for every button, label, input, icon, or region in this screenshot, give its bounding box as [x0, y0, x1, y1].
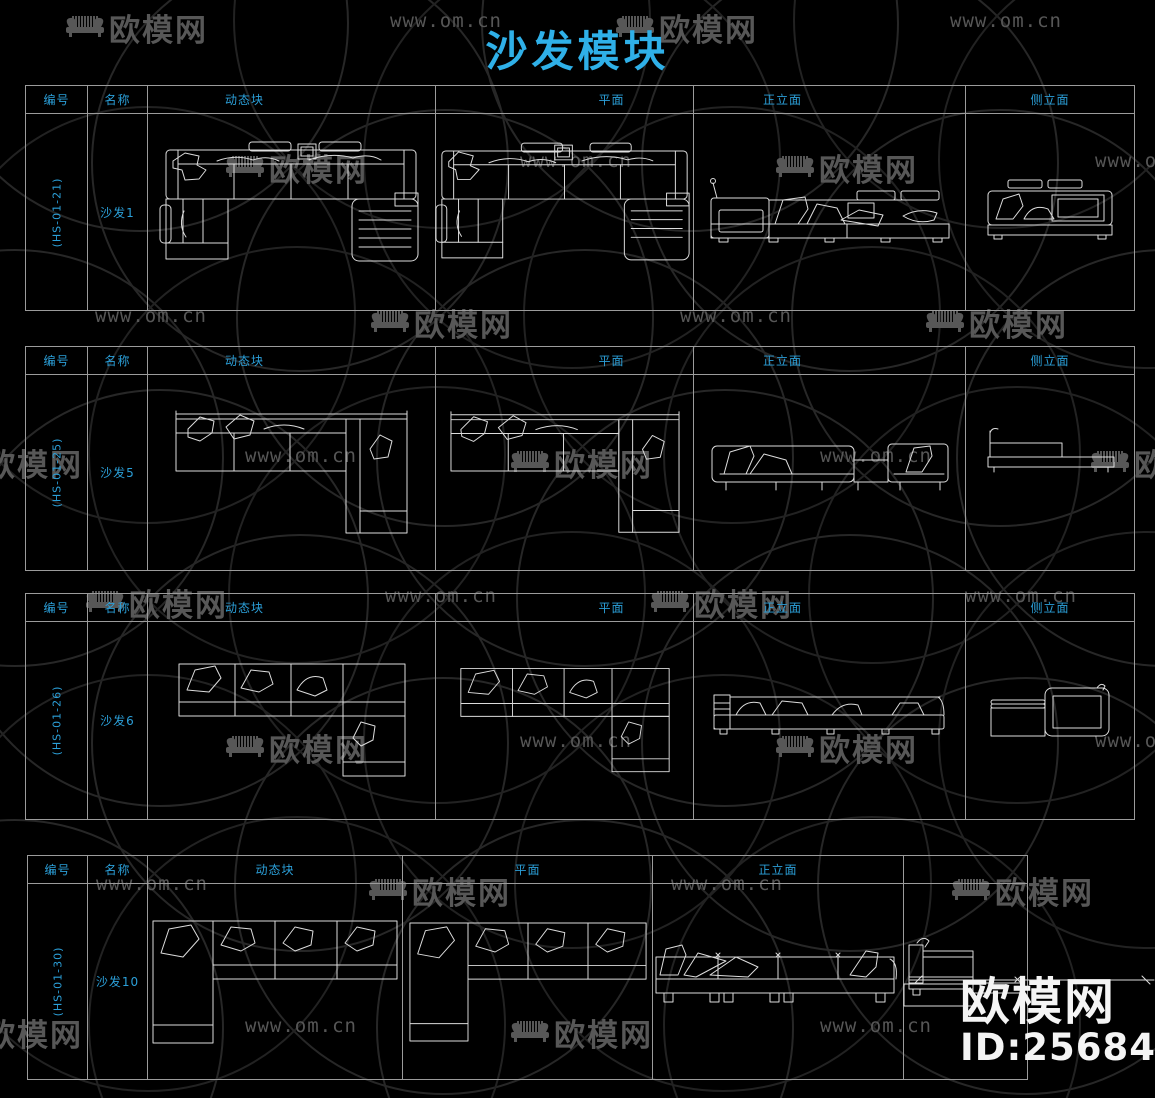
- sofa-watermark-icon: [371, 310, 409, 332]
- cell-code: (HS-01-25): [26, 375, 88, 570]
- cell-dynamic-block: [148, 884, 403, 1079]
- row-name: 沙发10: [95, 975, 140, 989]
- table-header-row: 编号 名称 动态块 平面 正立面 侧立面: [26, 86, 1134, 114]
- sofa6-dynamic-block-drawing: [178, 663, 405, 776]
- brand-logo-text: 欧模网: [960, 973, 1116, 1031]
- sofa6-side-elevation-drawing: [990, 683, 1110, 736]
- col-header-side-elevation: 侧立面: [1030, 93, 1070, 107]
- cell-name: 沙发6: [88, 622, 148, 819]
- row-name: 沙发6: [100, 714, 135, 728]
- cell-code: (HS-01-26): [26, 622, 88, 819]
- cell-front-elevation: [653, 884, 904, 1079]
- spec-table-sofa5: 编号 名称 动态块 平面 正立面 侧立面 (HS-01-25) 沙发5: [25, 346, 1135, 571]
- col-header-code: 编号: [26, 594, 88, 621]
- cell-side-elevation: [966, 114, 1134, 310]
- col-header-name: 名称: [88, 86, 148, 113]
- cell-code: (HS-01-21): [26, 114, 88, 310]
- cell-dynamic-block: [148, 114, 436, 310]
- footer-brand-block: 欧模网 ID:2568455: [960, 976, 1155, 1067]
- col-header-code: 编号: [28, 856, 88, 883]
- col-header-name: 名称: [88, 347, 148, 374]
- row-code: (HS-01-30): [51, 946, 64, 1017]
- cell-name: 沙发10: [88, 884, 148, 1079]
- spec-table-sofa10: 编号 名称 动态块 平面 正立面 (HS-01-30) 沙发10: [27, 855, 1028, 1080]
- col-header-front-elevation: 正立面: [653, 856, 904, 883]
- cell-dynamic-block: [148, 375, 436, 570]
- cell-dynamic-block: [148, 622, 436, 819]
- table-header-row: 编号 名称 动态块 平面 正立面: [28, 856, 1027, 884]
- table-header-row: 编号 名称 动态块 平面 正立面 侧立面: [26, 594, 1134, 622]
- table-row: (HS-01-26) 沙发6: [26, 622, 1134, 819]
- cell-name: 沙发5: [88, 375, 148, 570]
- row-name: 沙发1: [100, 205, 135, 220]
- model-id: ID:2568455: [960, 1025, 1155, 1069]
- row-code: (HS-01-26): [50, 685, 63, 756]
- cell-plan: [436, 375, 694, 570]
- sofa1-front-elevation-drawing: [710, 178, 950, 243]
- sofa10-dynamic-block-drawing: [152, 920, 398, 1043]
- sofa5-dynamic-block-drawing: [175, 410, 408, 533]
- col-header-front-elevation: 正立面: [694, 347, 966, 374]
- col-header-front-elevation: 正立面: [694, 594, 966, 621]
- cell-front-elevation: [694, 114, 966, 310]
- cell-front-elevation: [694, 622, 966, 819]
- cell-plan: [434, 114, 694, 310]
- col-header-dynamic-block: 动态块: [148, 594, 436, 621]
- col-header-code: 编号: [26, 86, 88, 113]
- cell-front-elevation: [694, 375, 966, 570]
- cell-side-elevation: [966, 375, 1134, 570]
- cell-plan: [436, 622, 694, 819]
- spec-table-sofa6: 编号 名称 动态块 平面 正立面 侧立面 (HS-01-26) 沙发6: [25, 593, 1135, 820]
- col-header-plan: 平面: [436, 347, 694, 374]
- cell-side-elevation: [966, 622, 1134, 819]
- col-header-plan: 平面: [403, 856, 653, 883]
- row-code: (HS-01-25): [50, 437, 63, 508]
- sofa6-front-elevation-drawing: [713, 694, 945, 734]
- page-title: 沙发模块: [485, 27, 670, 76]
- spec-table-sofa1: 编号 名称 动态块 平面 正立面 侧立面 (HS-01-21) 沙发1: [25, 85, 1135, 311]
- col-header-side-elevation: 侧立面: [1030, 354, 1070, 368]
- watermark-brand-text: 欧模网: [1134, 448, 1155, 484]
- col-header-dynamic-block: 动态块: [148, 86, 436, 113]
- sofa5-plan-drawing: [449, 410, 680, 533]
- row-name: 沙发5: [100, 466, 135, 480]
- col-header-name: 名称: [88, 856, 148, 883]
- col-header-name: 名称: [88, 594, 148, 621]
- col-header-dynamic-block: 动态块: [148, 347, 436, 374]
- row-code: (HS-01-21): [50, 177, 63, 247]
- sofa6-plan-drawing: [459, 667, 670, 772]
- cell-plan: [403, 884, 653, 1079]
- table-row: (HS-01-25) 沙发5: [26, 375, 1134, 570]
- sofa10-plan-drawing: [408, 921, 647, 1042]
- col-header-side-elevation: [904, 856, 1027, 883]
- col-header-dynamic-block: 动态块: [148, 856, 403, 883]
- cell-code: (HS-01-30): [28, 884, 88, 1079]
- sofa-watermark-icon: [926, 310, 964, 332]
- col-header-plan: 平面: [436, 86, 694, 113]
- sofa1-side-elevation-drawing: [987, 179, 1113, 240]
- cell-name: 沙发1: [88, 114, 148, 310]
- col-header-side-elevation: 侧立面: [1030, 601, 1070, 615]
- sofa10-front-elevation-drawing: [655, 944, 897, 1002]
- sofa5-front-elevation-drawing: [711, 443, 948, 490]
- table-row: (HS-01-30) 沙发10: [28, 884, 1027, 1079]
- col-header-front-elevation: 正立面: [694, 86, 966, 113]
- sofa1-dynamic-block-drawing: [159, 141, 419, 262]
- col-header-plan: 平面: [436, 594, 694, 621]
- col-header-code: 编号: [26, 347, 88, 374]
- table-row: (HS-01-21) 沙发1: [26, 114, 1134, 310]
- table-header-row: 编号 名称 动态块 平面 正立面 侧立面: [26, 347, 1134, 375]
- sofa1-plan-drawing: [434, 142, 690, 261]
- sofa5-side-elevation-drawing: [987, 428, 1115, 473]
